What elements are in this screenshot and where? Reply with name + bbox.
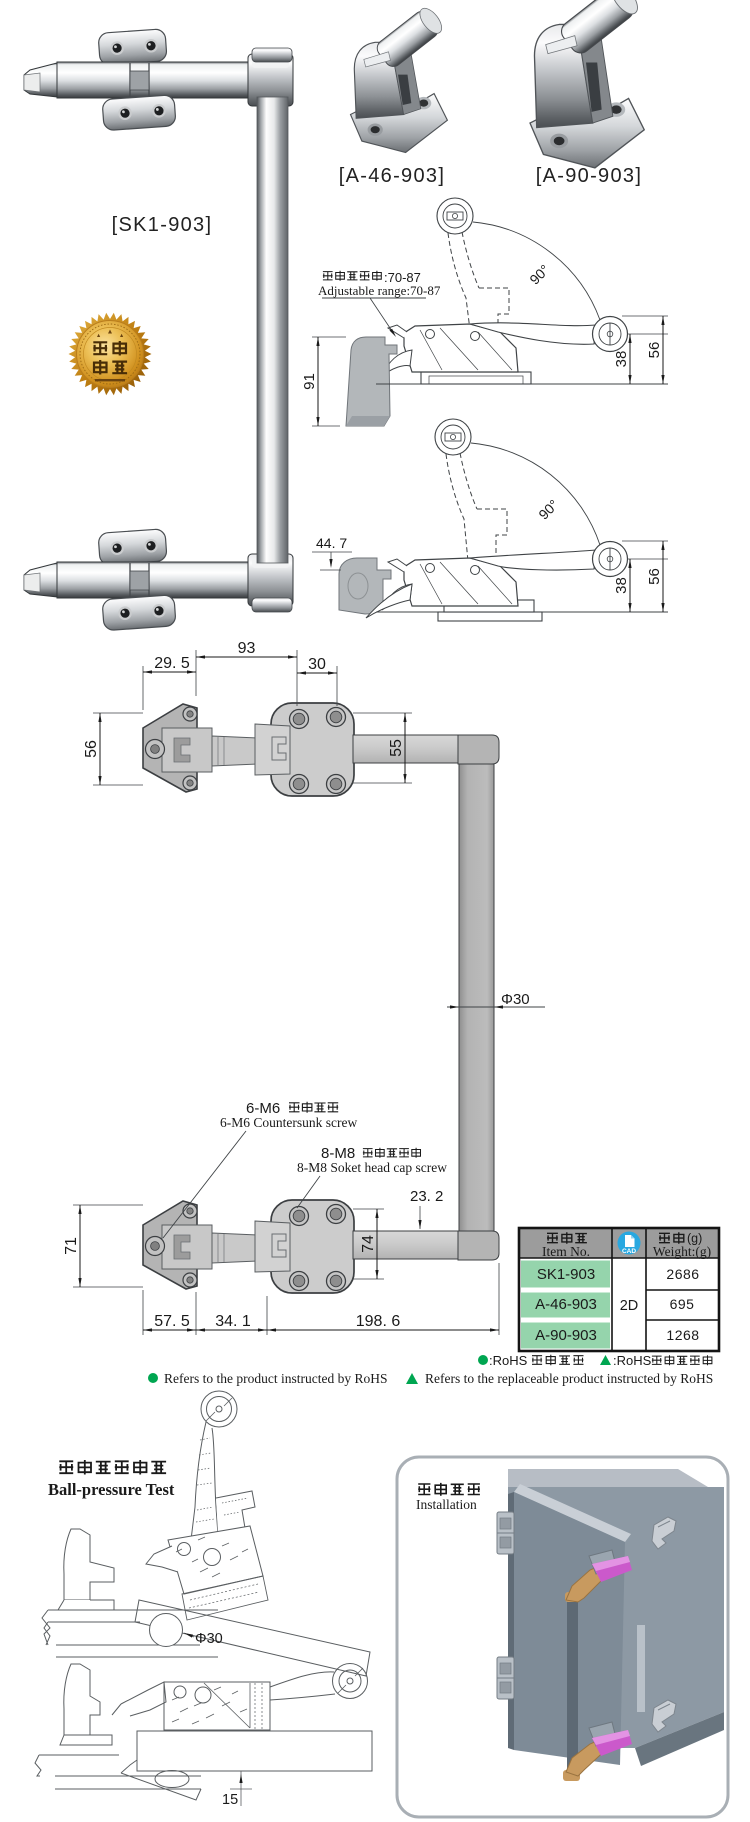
svg-text:15: 15 [222, 1792, 238, 1808]
svg-text:Refers to the replaceable prod: Refers to the replaceable product instru… [425, 1371, 713, 1386]
svg-text:2D: 2D [620, 1298, 639, 1314]
svg-text:30: 30 [308, 656, 326, 673]
svg-text:93: 93 [238, 640, 256, 657]
svg-text:A-46-903: A-46-903 [535, 1296, 597, 1313]
svg-text:56: 56 [646, 568, 663, 585]
svg-text:198. 6: 198. 6 [356, 1313, 401, 1330]
svg-text:44. 7: 44. 7 [316, 535, 347, 551]
svg-text:23. 2: 23. 2 [410, 1188, 443, 1205]
svg-text:Refers to the product instruct: Refers to the product instructed by RoHS [164, 1371, 387, 1386]
svg-text:CAD: CAD [622, 1248, 636, 1255]
svg-text:Item No.: Item No. [542, 1244, 590, 1259]
svg-text:91: 91 [301, 373, 318, 390]
svg-text:Φ30: Φ30 [501, 991, 530, 1008]
svg-text:6-M6: 6-M6 [246, 1100, 280, 1117]
svg-text:1268: 1268 [666, 1327, 699, 1343]
svg-text:Ball-pressure Test: Ball-pressure Test [48, 1480, 175, 1499]
svg-text:38: 38 [613, 577, 630, 594]
svg-text:55: 55 [388, 739, 405, 757]
svg-text:71: 71 [63, 1237, 80, 1255]
svg-text:Φ30: Φ30 [195, 1631, 223, 1647]
svg-text:[A-46-903]: [A-46-903] [339, 165, 445, 187]
svg-text:Installation: Installation [416, 1497, 477, 1512]
svg-text:695: 695 [670, 1296, 695, 1312]
svg-text:2686: 2686 [666, 1266, 699, 1282]
svg-text::70-87: :70-87 [384, 270, 421, 285]
svg-text::RoHS: :RoHS [489, 1353, 528, 1368]
svg-text::RoHS: :RoHS [613, 1353, 652, 1368]
svg-text:8-M8: 8-M8 [321, 1145, 355, 1162]
svg-text:57. 5: 57. 5 [154, 1313, 190, 1330]
svg-text:34. 1: 34. 1 [215, 1313, 251, 1330]
svg-text:74: 74 [360, 1235, 377, 1253]
svg-text:SK1-903: SK1-903 [537, 1266, 595, 1283]
svg-text:56: 56 [83, 740, 100, 758]
svg-text:90°: 90° [535, 496, 561, 522]
svg-text:6-M6 Countersunk screw: 6-M6 Countersunk screw [220, 1115, 357, 1130]
svg-text:Weight:(g): Weight:(g) [653, 1244, 711, 1259]
svg-text:(g): (g) [687, 1232, 702, 1246]
svg-text:8-M8 Soket head cap screw: 8-M8 Soket head cap screw [297, 1160, 447, 1175]
svg-text:38: 38 [613, 351, 630, 368]
svg-text:56: 56 [646, 342, 663, 359]
svg-text:[A-90-903]: [A-90-903] [536, 165, 642, 187]
svg-text:90°: 90° [526, 261, 552, 287]
svg-text:[SK1-903]: [SK1-903] [112, 214, 213, 236]
svg-text:Adjustable range:70-87: Adjustable range:70-87 [318, 283, 441, 298]
svg-text:A-90-903: A-90-903 [535, 1327, 597, 1344]
svg-text:29. 5: 29. 5 [154, 655, 190, 672]
